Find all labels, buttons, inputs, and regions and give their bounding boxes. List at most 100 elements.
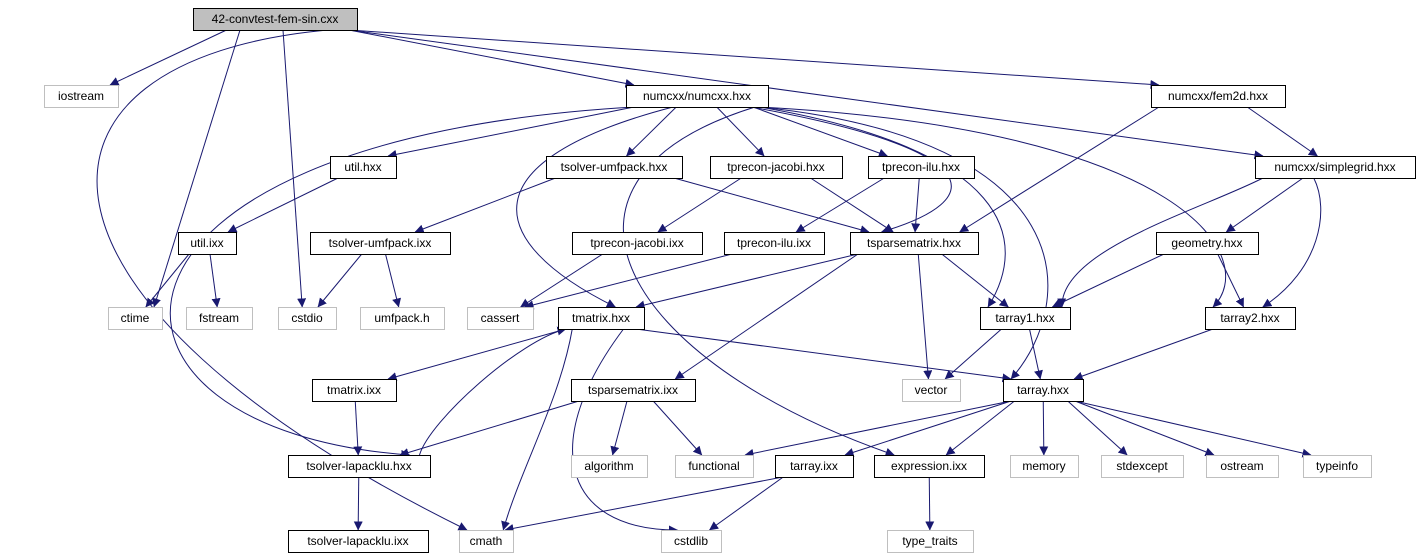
node-tsolver-umfpack-ixx[interactable]: tsolver-umfpack.ixx [310,232,451,255]
node-tarray-hxx[interactable]: tarray.hxx [1003,379,1084,402]
node-box [546,156,683,179]
node-cassert: cassert [467,307,534,330]
node-cstdio: cstdio [278,307,337,330]
node-util-hxx[interactable]: util.hxx [330,156,397,179]
node-box [724,232,825,255]
node-box [850,232,979,255]
node-box [288,455,431,478]
edge-geometry-to-tarray1 [1051,253,1165,308]
edge-util_ixx-to-ctime [145,253,190,308]
node-tprecon-ilu-ixx[interactable]: tprecon-ilu.ixx [724,232,825,255]
node-tarray2[interactable]: tarray2.hxx [1205,307,1296,330]
node-label: cstdio [291,311,323,325]
node-tmatrix-hxx[interactable]: tmatrix.hxx [558,307,645,330]
node-box [312,379,397,402]
node-expression[interactable]: expression.ixx [874,455,985,478]
edge-tarray2-to-tarray_hxx [1073,328,1214,381]
node-label: tarray1.hxx [995,311,1054,325]
edge-tarray_hxx-to-stdexcept [1067,400,1128,456]
node-box [571,455,648,478]
edge-geometry-to-tarray2 [1217,253,1244,308]
node-cstdlib: cstdlib [661,530,722,553]
node-functional: functional [675,455,754,478]
node-box [360,307,445,330]
edge-tarray_hxx-to-functional [744,400,1012,458]
node-box [558,307,645,330]
node-box [710,156,843,179]
node-label: algorithm [584,459,633,473]
node-label: type_traits [902,534,957,548]
edge-fem2d-to-tsparsematrix_hxx [959,106,1160,233]
node-label: tmatrix.ixx [327,383,381,397]
node-label: tsolver-lapacklu.ixx [307,534,408,548]
node-label: memory [1022,459,1065,473]
node-fem2d[interactable]: numcxx/fem2d.hxx [1151,85,1286,108]
node-tarray-ixx[interactable]: tarray.ixx [775,455,854,478]
node-tprecon-jacobi-hxx[interactable]: tprecon-jacobi.hxx [710,156,843,179]
node-geometry[interactable]: geometry.hxx [1156,232,1259,255]
node-tsparsematrix-ixx[interactable]: tsparsematrix.ixx [571,379,696,402]
node-box [675,455,754,478]
node-simplegrid[interactable]: numcxx/simplegrid.hxx [1255,156,1416,179]
edge-tprecon_jacobi_hxx-to-tsparsematrix_hxx [810,177,894,233]
node-box [193,8,358,31]
node-box [467,307,534,330]
edge-numcxx-to-tprecon_jacobi_hxx [716,106,765,157]
node-tsolver-lapacklu-ixx[interactable]: tsolver-lapacklu.ixx [288,530,429,553]
node-box [108,307,163,330]
edge-simplegrid-to-tarray2 [1262,177,1322,308]
node-box [1206,455,1279,478]
node-iostream: iostream [44,85,119,108]
node-box [44,85,119,108]
node-box [1303,455,1372,478]
node-tprecon-ilu-hxx[interactable]: tprecon-ilu.hxx [868,156,975,179]
node-box [459,530,514,553]
edge-numcxx-to-tarray1 [759,106,1006,308]
node-numcxx[interactable]: numcxx/numcxx.hxx [626,85,769,108]
node-box [310,232,451,255]
node-tmatrix-ixx[interactable]: tmatrix.ixx [312,379,397,402]
edge-numcxx-to-tarray_hxx [759,106,1049,380]
edge-root-to-simplegrid [348,29,1264,160]
edge-tprecon_ilu_ixx-to-cassert [524,253,733,310]
node-tprecon-jacobi-ixx[interactable]: tprecon-jacobi.ixx [572,232,703,255]
node-tsparsematrix-hxx[interactable]: tsparsematrix.hxx [850,232,979,255]
node-stdexcept: stdexcept [1101,455,1184,478]
node-label: iostream [58,89,104,103]
node-box [288,530,429,553]
node-tarray1[interactable]: tarray1.hxx [980,307,1071,330]
node-box [887,530,974,553]
node-util-ixx[interactable]: util.ixx [178,232,237,255]
edge-numcxx-to-tsolver_lapacklu_hxx [169,106,635,459]
edge-tsparsematrix_hxx-to-tarray1 [941,253,1009,308]
node-vector: vector [902,379,961,402]
node-box [980,307,1071,330]
node-label: numcxx/simplegrid.hxx [1274,160,1395,174]
node-type-traits: type_traits [887,530,974,553]
node-label: tprecon-jacobi.hxx [727,160,824,174]
node-label: tarray.hxx [1017,383,1069,397]
node-box [278,307,337,330]
node-label: util.hxx [344,160,381,174]
edges-layer [96,29,1322,535]
edge-tsparsematrix_ixx-to-tsolver_lapacklu_hxx [399,400,580,457]
edge-tmatrix_hxx-to-cmath [501,328,573,531]
node-box [572,232,703,255]
node-tsolver-umfpack-hxx[interactable]: tsolver-umfpack.hxx [546,156,683,179]
node-tsolver-lapacklu-hxx[interactable]: tsolver-lapacklu.hxx [288,455,431,478]
node-label: vector [915,383,948,397]
edge-tmatrix_hxx-to-tarray_hxx [635,328,1012,383]
node-label: tprecon-ilu.ixx [737,236,811,250]
edge-numcxx-to-tsolver_umfpack_hxx [626,106,677,157]
node-umfpack: umfpack.h [360,307,445,330]
node-label: tsparsematrix.ixx [588,383,678,397]
node-label: tmatrix.hxx [572,311,630,325]
node-box [1205,307,1296,330]
edge-tsolver_umfpack_ixx-to-umfpack [385,253,402,308]
edge-root-to-fem2d [348,29,1160,89]
node-box [874,455,985,478]
edge-numcxx-to-tprecon_ilu_hxx [752,106,888,158]
edge-tmatrix_hxx-to-tmatrix_ixx [387,328,567,382]
node-root[interactable]: 42-convtest-fem-sin.cxx [193,8,358,31]
node-label: tarray2.hxx [1220,311,1279,325]
